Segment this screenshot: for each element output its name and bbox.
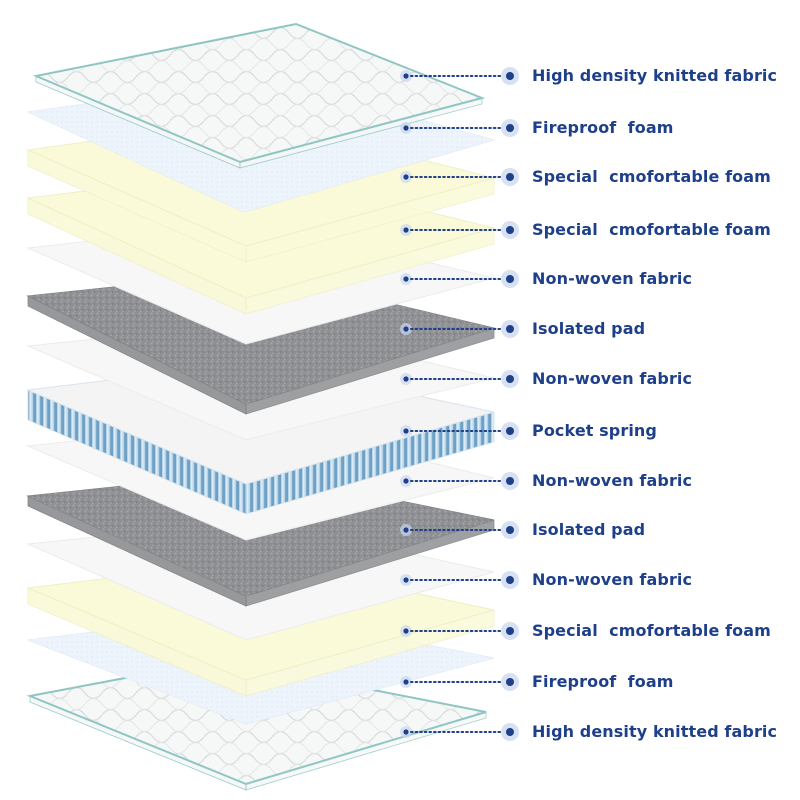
layer-label: Fireproof foam <box>532 672 674 691</box>
layer-texture <box>36 24 482 162</box>
layer-label: Isolated pad <box>532 520 646 539</box>
leader-end-dot <box>506 526 514 534</box>
layer-label: High density knitted fabric <box>532 66 778 85</box>
layer-sheets <box>26 22 496 791</box>
leader-end-dot <box>506 678 514 686</box>
leader-line <box>400 67 519 85</box>
leader-line <box>400 521 519 539</box>
leader-end-dot <box>506 325 514 333</box>
leader-start-dot <box>403 428 409 434</box>
leader-start-dot <box>403 276 409 282</box>
layer-label: Non-woven fabric <box>532 471 693 490</box>
leader-line <box>400 221 519 239</box>
layer-label: High density knitted fabric <box>532 722 778 741</box>
leader-start-dot <box>403 227 409 233</box>
quilted-knit-fabric-icon <box>32 22 486 169</box>
layer-rim <box>32 22 486 164</box>
leader-start-dot <box>403 577 409 583</box>
leader-start-dot <box>403 478 409 484</box>
leader-lines <box>400 67 519 741</box>
layer-label: Special cmofortable foam <box>532 167 771 186</box>
leader-start-dot <box>403 376 409 382</box>
leader-line <box>400 320 519 338</box>
leader-start-dot <box>403 326 409 332</box>
layer-label: Non-woven fabric <box>532 570 693 589</box>
leader-end-dot <box>506 427 514 435</box>
layer-label: Non-woven fabric <box>532 269 693 288</box>
layer-label: Special cmofortable foam <box>532 220 771 239</box>
leader-end-dot <box>506 627 514 635</box>
leader-end-dot <box>506 576 514 584</box>
leader-end-dot <box>506 72 514 80</box>
leader-line <box>400 622 519 640</box>
leader-line <box>400 119 519 137</box>
leader-end-dot <box>506 275 514 283</box>
leader-end-dot <box>506 728 514 736</box>
leader-start-dot <box>403 628 409 634</box>
leader-start-dot <box>403 527 409 533</box>
layer-texture <box>30 660 486 784</box>
layer-label: Special cmofortable foam <box>532 621 771 640</box>
leader-end-dot <box>506 226 514 234</box>
leader-line <box>400 422 519 440</box>
leader-line <box>400 723 519 741</box>
layer-label: Fireproof foam <box>532 118 674 137</box>
leader-line <box>400 168 519 186</box>
leader-start-dot <box>403 174 409 180</box>
leader-start-dot <box>403 73 409 79</box>
leader-start-dot <box>403 125 409 131</box>
leader-line <box>400 270 519 288</box>
layer-label: Isolated pad <box>532 319 646 338</box>
leader-end-dot <box>506 124 514 132</box>
leader-end-dot <box>506 375 514 383</box>
layer-label: Pocket spring <box>532 421 657 440</box>
leader-end-dot <box>506 477 514 485</box>
layer-label: Non-woven fabric <box>532 369 693 388</box>
leader-line <box>400 673 519 691</box>
leader-line <box>400 370 519 388</box>
leader-line <box>400 472 519 490</box>
leader-start-dot <box>403 729 409 735</box>
leader-start-dot <box>403 679 409 685</box>
leader-line <box>400 571 519 589</box>
leader-end-dot <box>506 173 514 181</box>
